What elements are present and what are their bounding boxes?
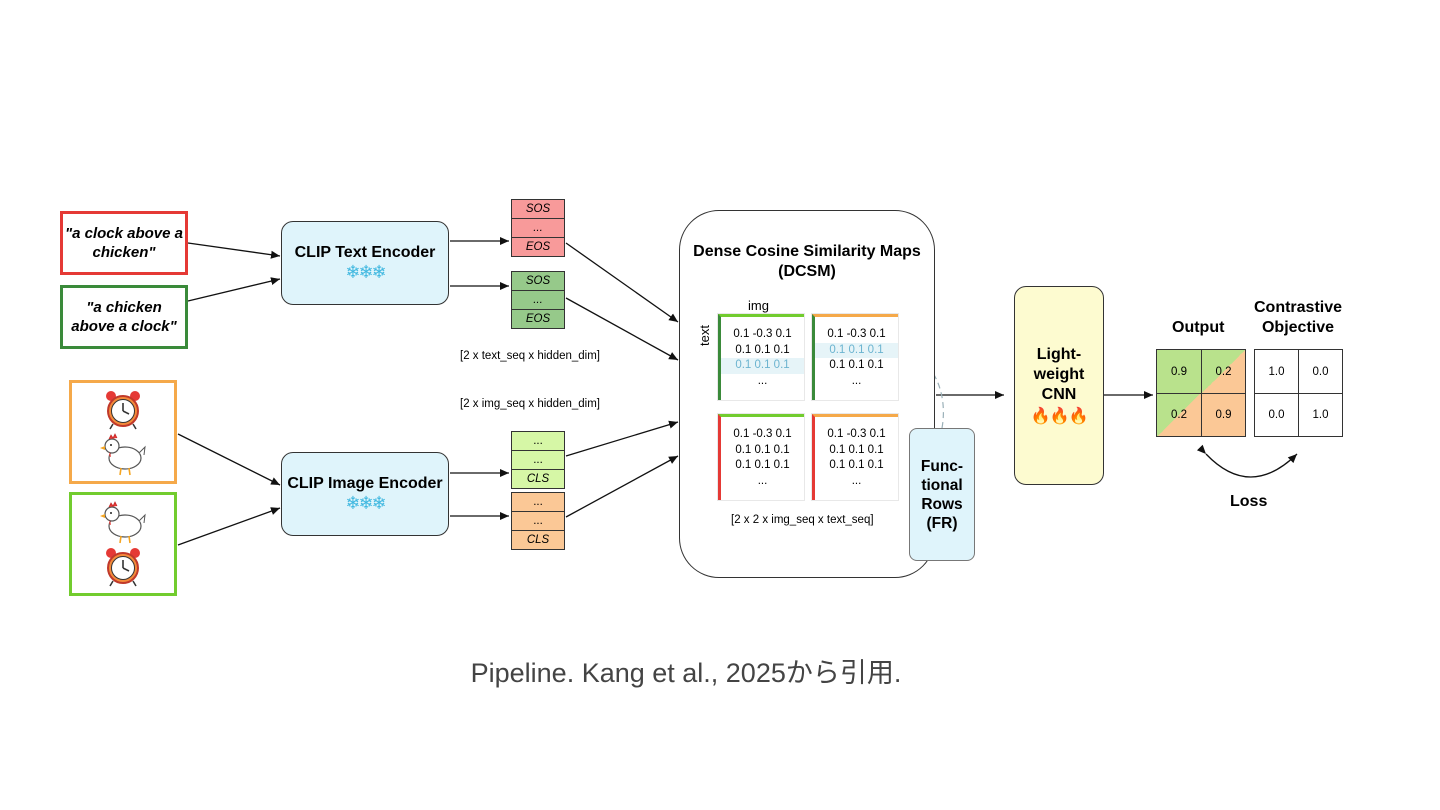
matrix-row-highlighted: 0.1 0.1 0.1 — [721, 358, 804, 374]
matrix-row: 0.1 0.1 0.1 — [735, 459, 790, 471]
lightweight-cnn-label: Light-weight CNN — [1033, 345, 1085, 403]
image-token-stack-lightgreen: ... ... CLS — [511, 431, 565, 489]
matrix-row: 0.1 0.1 0.1 — [829, 359, 884, 371]
arrow-caption-green-to-text-encoder — [187, 277, 281, 302]
dim-label-image: [2 x img_seq x hidden_dim] — [460, 398, 600, 410]
output-cell: 0.2 — [1201, 349, 1246, 394]
loss-arrow — [1196, 444, 1298, 478]
snowflake-icon: ❄❄❄ — [345, 262, 386, 282]
chicken-icon — [100, 501, 146, 544]
clip-text-encoder: CLIP Text Encoder ❄❄❄ — [281, 221, 449, 305]
matrix-row: 0.1 -0.3 0.1 — [827, 328, 886, 340]
output-grid: 0.9 0.2 0.2 0.9 — [1156, 349, 1246, 437]
matrix-row: 0.1 0.1 0.1 — [829, 459, 884, 471]
clip-image-encoder-label: CLIP Image Encoder — [287, 475, 443, 492]
matrix-row: ... — [757, 374, 768, 387]
objective-cell: 1.0 — [1254, 349, 1299, 394]
objective-cell: 0.0 — [1298, 349, 1343, 394]
text-token-stack-green: SOS ... EOS — [511, 271, 565, 329]
clip-text-encoder-label: CLIP Text Encoder — [294, 244, 436, 261]
token-ellipsis: ... — [511, 219, 565, 238]
token-ellipsis: ... — [511, 492, 565, 512]
arrow-orange-tokens-to-dcsm — [565, 455, 679, 518]
arrow-red-tokens-to-dcsm — [565, 242, 679, 323]
chicken-icon — [100, 433, 146, 476]
similarity-matrix-top-left: 0.1 -0.3 0.1 0.1 0.1 0.1 0.1 0.1 0.1 ... — [718, 314, 804, 400]
text-token-stack-red: SOS ... EOS — [511, 199, 565, 257]
dim-label-dcsm: [2 x 2 x img_seq x text_seq] — [731, 514, 874, 526]
dim-label-text: [2 x text_seq x hidden_dim] — [460, 350, 600, 362]
matrix-row: ... — [851, 474, 862, 487]
similarity-matrix-top-right: 0.1 -0.3 0.1 0.1 0.1 0.1 0.1 0.1 0.1 ... — [812, 314, 898, 400]
arrow-caption-red-to-text-encoder — [187, 242, 281, 259]
dcsm-text-label: text — [697, 325, 712, 346]
token-cls: CLS — [511, 470, 565, 489]
lightweight-cnn: Light-weight CNN 🔥🔥🔥 — [1014, 286, 1104, 485]
token-cls: CLS — [511, 531, 565, 550]
token-ellipsis: ... — [511, 451, 565, 470]
similarity-matrix-bottom-right: 0.1 -0.3 0.1 0.1 0.1 0.1 0.1 0.1 0.1 ... — [812, 414, 898, 500]
matrix-row: ... — [757, 474, 768, 487]
token-ellipsis: ... — [511, 512, 565, 531]
token-sos: SOS — [511, 271, 565, 291]
figure-caption: Pipeline. Kang et al., 2025から引用. — [470, 657, 902, 688]
token-ellipsis: ... — [511, 431, 565, 451]
dashed-arrow-fr-to-row-1 — [897, 346, 944, 429]
arrow-image-green-to-image-encoder — [177, 507, 281, 546]
snowflake-icon: ❄❄❄ — [345, 493, 386, 513]
objective-cell: 0.0 — [1254, 393, 1299, 437]
matrix-row: 0.1 -0.3 0.1 — [733, 328, 792, 340]
alarm-clock-icon — [106, 548, 140, 587]
objective-grid: 1.0 0.0 0.0 1.0 — [1254, 349, 1343, 437]
output-cell: 0.9 — [1201, 393, 1246, 437]
image-clock-above-chicken — [69, 380, 177, 484]
token-eos: EOS — [511, 238, 565, 257]
token-eos: EOS — [511, 310, 565, 329]
caption-chicken-above-clock: "a chicken above a clock" — [60, 285, 188, 349]
objective-cell: 1.0 — [1298, 393, 1343, 437]
matrix-row: 0.1 0.1 0.1 — [829, 443, 884, 456]
token-ellipsis: ... — [511, 291, 565, 310]
functional-rows-box: Func-tional Rows (FR) — [909, 428, 975, 561]
arrow-lightgreen-tokens-to-dcsm — [565, 420, 679, 457]
matrix-row: 0.1 0.1 0.1 — [735, 343, 790, 356]
matrix-row-highlighted: 0.1 0.1 0.1 — [815, 342, 898, 358]
clip-image-encoder: CLIP Image Encoder ❄❄❄ — [281, 452, 449, 536]
caption-clock-above-chicken: "a clock above a chicken" — [60, 211, 188, 275]
alarm-clock-icon — [106, 391, 140, 430]
loss-label: Loss — [1230, 493, 1268, 510]
arrow-green-tokens-to-dcsm — [565, 297, 679, 361]
dcsm-img-label: img — [748, 298, 769, 313]
matrix-row: 0.1 0.1 0.1 — [735, 443, 790, 456]
output-cell: 0.2 — [1156, 393, 1202, 437]
similarity-matrix-bottom-left: 0.1 -0.3 0.1 0.1 0.1 0.1 0.1 0.1 0.1 ... — [718, 414, 804, 500]
arrow-image-orange-to-image-encoder — [177, 433, 281, 486]
matrix-row: ... — [851, 374, 862, 387]
image-chicken-above-clock — [69, 492, 177, 596]
token-sos: SOS — [511, 199, 565, 219]
objective-title: Contrastive Objective — [1253, 299, 1343, 336]
matrix-row: 0.1 -0.3 0.1 — [733, 428, 792, 440]
output-cell: 0.9 — [1156, 349, 1202, 394]
fire-icon: 🔥🔥🔥 — [1030, 407, 1089, 425]
matrix-row: 0.1 -0.3 0.1 — [827, 428, 886, 440]
image-token-stack-orange: ... ... CLS — [511, 492, 565, 550]
output-title: Output — [1172, 319, 1225, 336]
dcsm-title: Dense Cosine Similarity Maps (DCSM) — [693, 243, 921, 280]
functional-rows-label: Func-tional Rows (FR) — [920, 457, 964, 532]
